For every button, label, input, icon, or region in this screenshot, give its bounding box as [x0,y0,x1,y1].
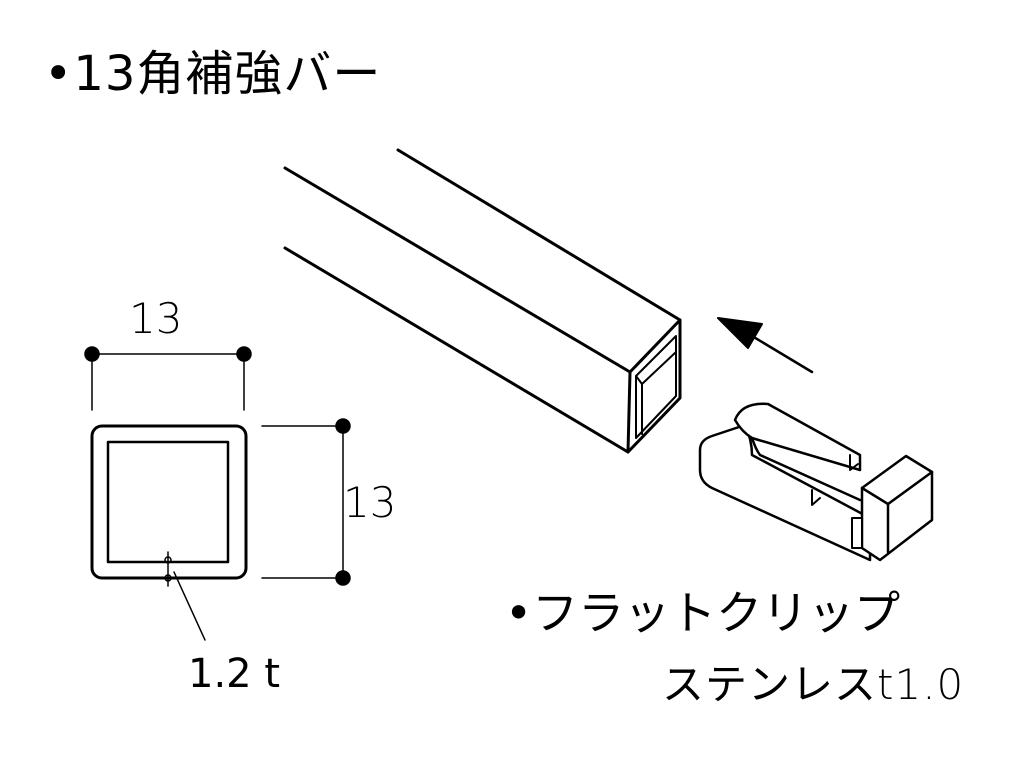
height-dimension [261,418,351,586]
bar-end-inner-depth [635,375,643,385]
height-dot-top [335,418,351,434]
thickness-leader [173,571,206,641]
width-dimension [84,346,252,411]
bar-end-inner [635,335,677,439]
clip-body-left [698,423,872,562]
flat-clip [698,402,934,562]
bar-edge-top-near [396,148,682,322]
arrow-head [717,317,763,349]
cross-section [90,424,248,641]
insert-arrow [717,317,814,374]
thickness-label: 1.2 t [188,651,281,697]
diagram-title: •13角補強バー [44,46,382,102]
square-bar [283,148,682,454]
bar-edge-bottom [283,246,630,454]
clip-groove [750,436,862,502]
bar-edge-top-far [283,166,632,374]
clip-body-top [733,402,862,472]
clip-notch [851,517,863,549]
width-dot-right [236,346,252,362]
bar-end-outer [626,318,682,454]
height-dimension-label: 13 [343,478,397,527]
height-dot-bottom [335,570,351,586]
clip-tab-1 [849,454,859,471]
clip-material-label: ステンレスt1.0 [662,660,965,709]
section-inner [106,440,230,564]
clip-tab-2 [811,489,821,506]
section-outer [90,424,248,580]
arrow-shaft [750,334,814,374]
width-dimension-label: 13 [129,294,183,343]
clip-name-label: •フラットクリップ [505,586,901,640]
width-dot-left [84,346,100,362]
bar-end-inner-depth-top [641,351,677,385]
clip-end-cap [860,454,934,562]
